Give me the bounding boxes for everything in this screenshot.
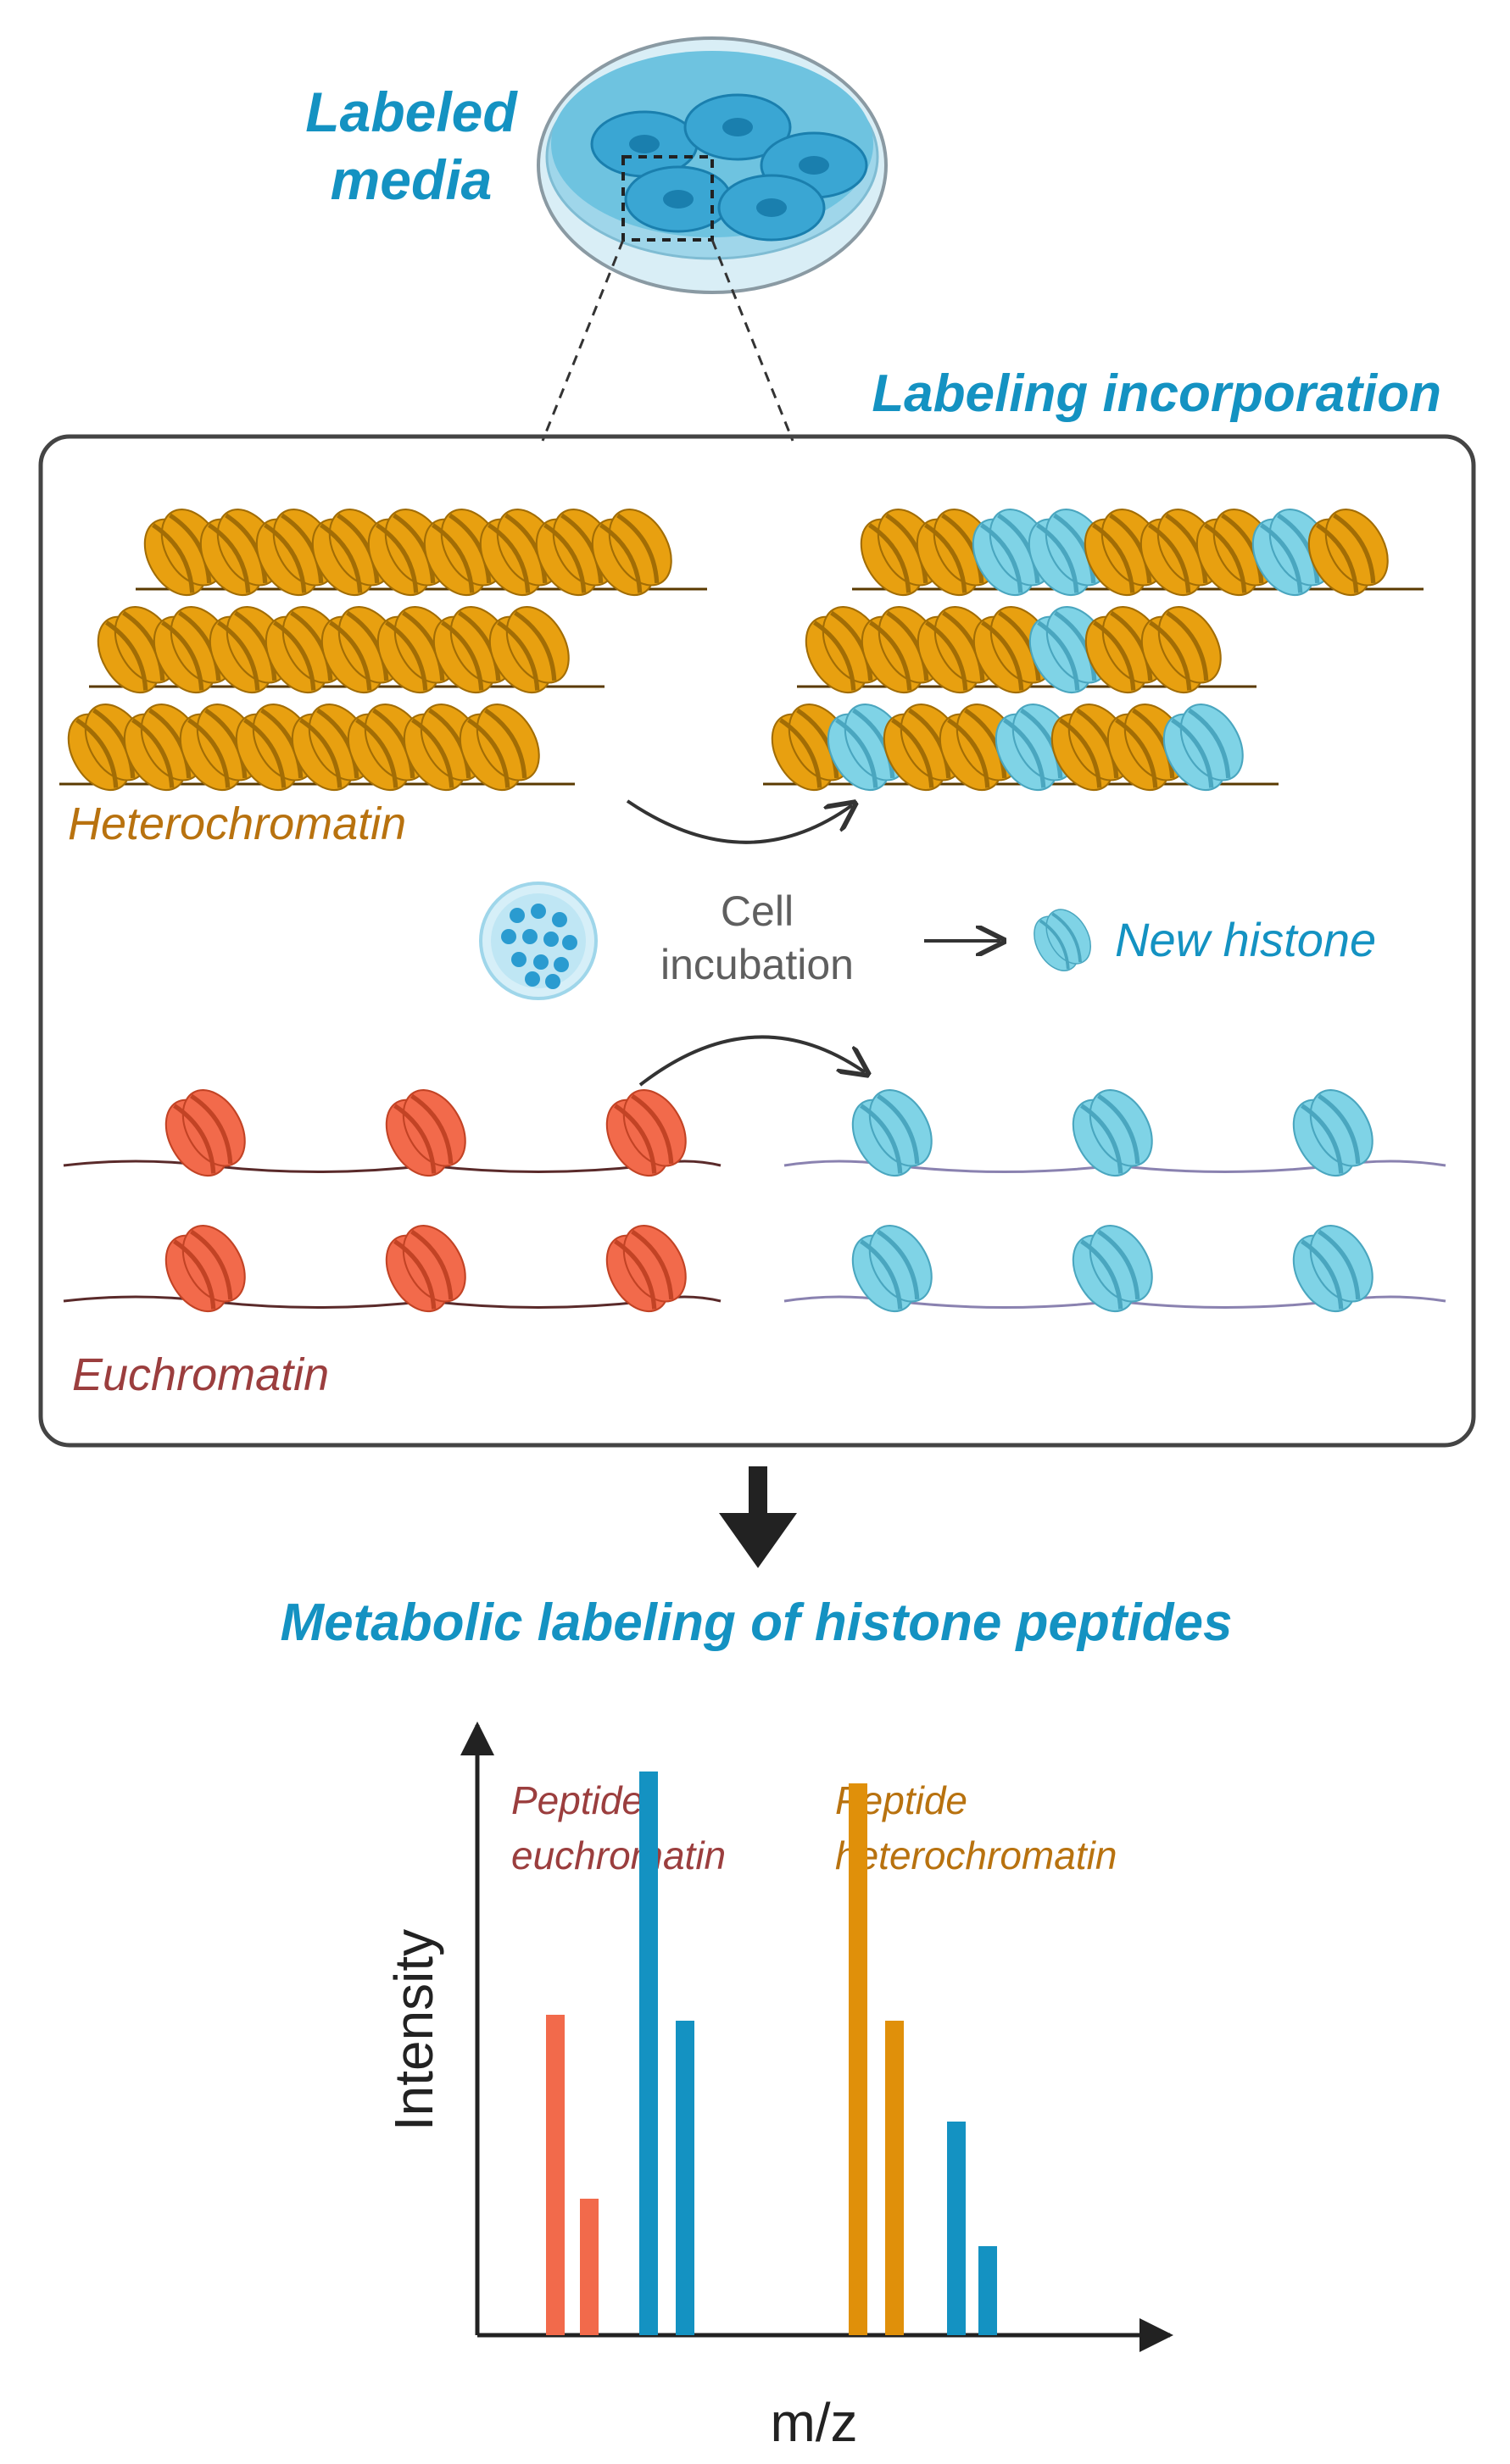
spectrum-bar-heterochromatin-heavy [947, 2122, 966, 2335]
nucleosome-old [488, 606, 570, 694]
nucleosome-new [1292, 1089, 1373, 1177]
nucleosome-new [1072, 1225, 1153, 1313]
nucleosome-new-icon [1034, 909, 1091, 971]
cell-incubation-label-1: Cell [721, 887, 794, 935]
spectrum-bar-heterochromatin-light [849, 1783, 867, 2335]
euchromatin-label: Euchromatin [72, 1349, 329, 1400]
cell-incubation-label-2: incubation [660, 941, 854, 988]
nucleosome-old [459, 704, 540, 792]
euchromatin-after [783, 1089, 1446, 1313]
spectrum-bar-heterochromatin-heavy [978, 2246, 997, 2335]
metabolic-labeling-title: Metabolic labeling of histone peptides [281, 1594, 1233, 1652]
incorporation-panel [38, 434, 1476, 1448]
nucleosome-old [591, 509, 672, 597]
nucleosome-old [605, 1089, 687, 1177]
heterochromatin-transfer-arrow [626, 801, 852, 844]
labeling-incorporation-title: Labeling incorporation [872, 364, 1441, 423]
heterochromatin-label: Heterochromatin [68, 798, 406, 849]
y-axis-label: Intensity [383, 1929, 444, 2131]
heterochromatin-before [59, 509, 707, 792]
nucleosome-old [164, 1225, 246, 1313]
nucleosome-new [851, 1225, 933, 1313]
new-histone-icon [1034, 909, 1091, 971]
annotation-euchromatin-line1: Peptide [511, 1778, 644, 1822]
down-arrow [719, 1466, 797, 1568]
labeled-media-line2: media [331, 148, 493, 211]
nucleosome-old [385, 1089, 466, 1177]
nucleosome-new [1028, 509, 1109, 597]
nucleosome-old [605, 1225, 687, 1313]
nucleosome-old [1084, 606, 1166, 694]
zoom-lines [541, 239, 794, 442]
spectrum-bar-euchromatin-light [546, 2015, 565, 2335]
nucleosome-new [1292, 1225, 1373, 1313]
nucleosome-old [1307, 509, 1389, 597]
euchromatin-transfer-arrow [638, 1035, 865, 1087]
petri-dish [537, 36, 888, 294]
spectrum-bar-heterochromatin-light [885, 2021, 904, 2335]
spectrum-bar-euchromatin-light [580, 2199, 599, 2335]
cell-cluster [590, 93, 868, 242]
nucleosome-old [385, 1225, 466, 1313]
nucleosome-new [1072, 1089, 1153, 1177]
annotation-heterochromatin-line2: heterochromatin [835, 1833, 1117, 1877]
x-axis-label: m/z [770, 2392, 857, 2453]
zoom-box [621, 155, 714, 242]
new-histone-label: New histone [1115, 913, 1376, 966]
annotation-euchromatin-line2: euchromatin [511, 1833, 726, 1877]
heterochromatin-after [763, 509, 1424, 792]
nucleosome-new [1162, 704, 1244, 792]
labeled-media-line1: Labeled [305, 81, 518, 143]
spectrum-chart: Intensity m/z Peptide euchromatin Peptid… [383, 1721, 1173, 2453]
euchromatin-before [63, 1089, 722, 1313]
nucleosome-old [164, 1089, 246, 1177]
nucleosome-old [1140, 606, 1222, 694]
spectrum-bar-euchromatin-heavy [676, 2021, 694, 2335]
nucleosome-new [851, 1089, 933, 1177]
spectrum-bar-euchromatin-heavy [639, 1772, 658, 2335]
cell-icon [479, 882, 598, 1000]
